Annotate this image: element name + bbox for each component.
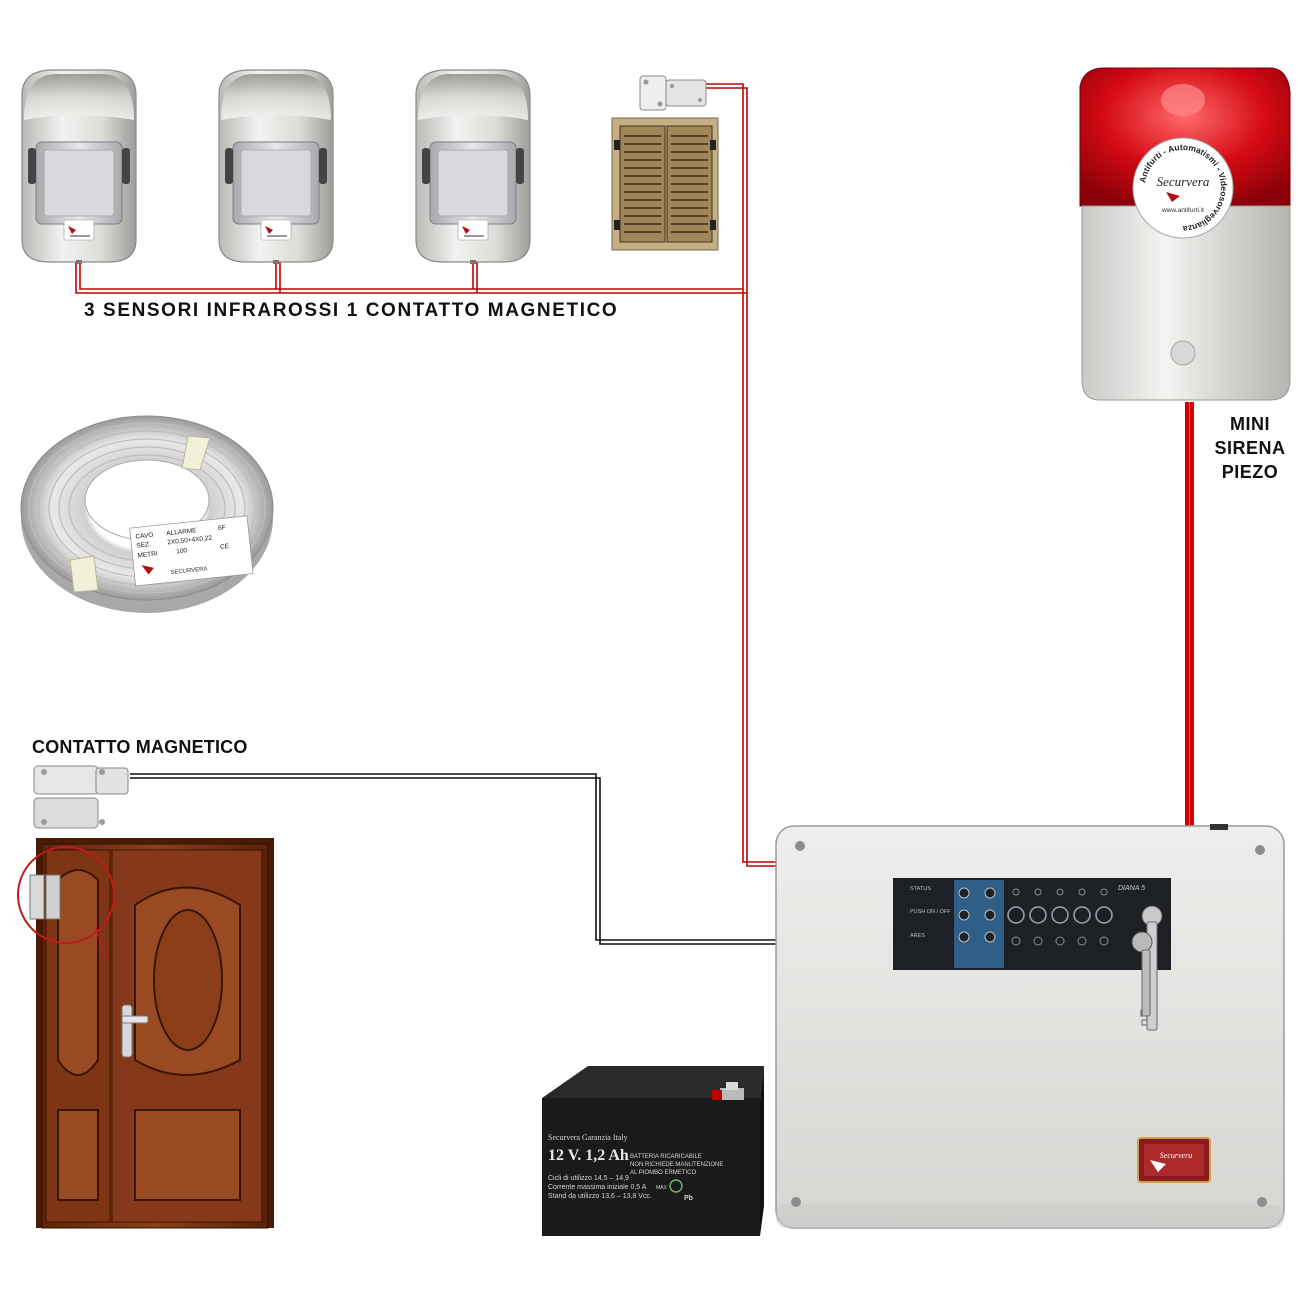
battery-pb: Pb bbox=[684, 1195, 693, 1202]
cable-row2-right: 2X0,50+4X0,22 bbox=[167, 535, 213, 547]
battery-desc1: BATTERIA RICARICABILE bbox=[630, 1154, 702, 1160]
brand-logo-icon bbox=[141, 565, 154, 575]
battery-current: Corrente massima iniziale 0,5 A bbox=[548, 1184, 647, 1191]
recycle-icon bbox=[669, 1179, 683, 1193]
wiring bbox=[75, 83, 1194, 945]
cable-brand: SECURVERA bbox=[170, 566, 208, 576]
siren-label-line3: PIEZO bbox=[1221, 462, 1279, 482]
window-magnetic-contact bbox=[611, 75, 719, 251]
cable-row3-right: 100 bbox=[176, 547, 188, 555]
cable-row1-left: CAVO bbox=[135, 532, 154, 541]
siren-label-line2: SIRENA bbox=[1214, 438, 1286, 458]
keypad-panel: STATUS PUSH ON / OFF ARES DIANA bbox=[893, 878, 1171, 970]
panel-ares-label: ARES bbox=[910, 933, 925, 939]
panel-brand-badge: Securvera bbox=[1137, 1137, 1211, 1183]
sensors-caption: 3 SENSORI INFRAROSSI 1 CONTATTO MAGNETIC… bbox=[84, 300, 619, 321]
alarm-control-panel: STATUS PUSH ON / OFF ARES DIANA bbox=[775, 824, 1285, 1229]
panel-status-label: STATUS bbox=[910, 886, 931, 892]
brand-logo-icon bbox=[1150, 1160, 1166, 1172]
sensor-bus-wire bbox=[75, 83, 780, 867]
cable-label: CAVO ALLARME 6F SEZ. 2X0,50+4X0,22 METRI… bbox=[129, 515, 254, 587]
panel-brand-name: Securvera bbox=[1160, 1151, 1192, 1160]
cable-row3-left: METRI bbox=[137, 550, 158, 559]
pir-sensor-1 bbox=[21, 69, 137, 264]
key-lock-icon bbox=[1131, 905, 1163, 1031]
window-shutter bbox=[611, 117, 719, 251]
siren-brand-name: Securvera bbox=[1157, 174, 1210, 189]
battery-cycle: Cicli di utilizzo 14,5 – 14,9 bbox=[548, 1175, 629, 1182]
siren-wire bbox=[1185, 402, 1194, 830]
door-contact-label: CONTATTO MAGNETICO bbox=[32, 737, 248, 757]
mini-siren: Antifurti - Automatismi - Videosorveglia… bbox=[1079, 67, 1291, 401]
cable-row1-right: ALLARME bbox=[166, 527, 198, 537]
battery-current-unit: MAX bbox=[656, 1185, 668, 1191]
siren-label: MINI SIRENA PIEZO bbox=[1205, 412, 1295, 484]
pir-sensor-2 bbox=[218, 69, 334, 264]
cable-coil: CAVO ALLARME 6F SEZ. 2X0,50+4X0,22 METRI… bbox=[20, 415, 274, 613]
backup-battery: Securvera Garanzia Italy 12 V. 1,2 Ah BA… bbox=[542, 1066, 764, 1236]
door-contact-sensor bbox=[33, 765, 129, 829]
siren-label-line1: MINI bbox=[1230, 414, 1270, 434]
window-contact-sensor bbox=[639, 75, 707, 111]
pir-sensor-3 bbox=[415, 69, 531, 264]
cable-row2-left: SEZ. bbox=[136, 541, 151, 549]
battery-desc3: AL PIOMBO ERMETICO bbox=[630, 1170, 696, 1176]
panel-model: DIANA 5 bbox=[1118, 885, 1145, 892]
cable-row1-tag: 6F bbox=[218, 524, 226, 532]
door-contact-wire bbox=[130, 773, 778, 945]
brand-logo-icon bbox=[1166, 192, 1180, 202]
siren-brand-badge: Antifurti - Automatismi - Videosorveglia… bbox=[1132, 137, 1234, 239]
battery-rating: 12 V. 1,2 Ah bbox=[548, 1147, 629, 1164]
siren-url: www.antifurti.it bbox=[1161, 207, 1204, 214]
battery-brand: Securvera Garanzia Italy bbox=[548, 1133, 628, 1142]
cable-row3-tag: CE bbox=[220, 543, 230, 551]
battery-desc2: NON RICHIEDE MANUTENZIONE bbox=[630, 1162, 723, 1168]
entrance-door bbox=[17, 838, 274, 1229]
battery-standby: Stand da utilizzo 13,6 – 13,8 Vcc. bbox=[548, 1193, 652, 1200]
panel-push-label: PUSH ON / OFF bbox=[910, 909, 951, 915]
